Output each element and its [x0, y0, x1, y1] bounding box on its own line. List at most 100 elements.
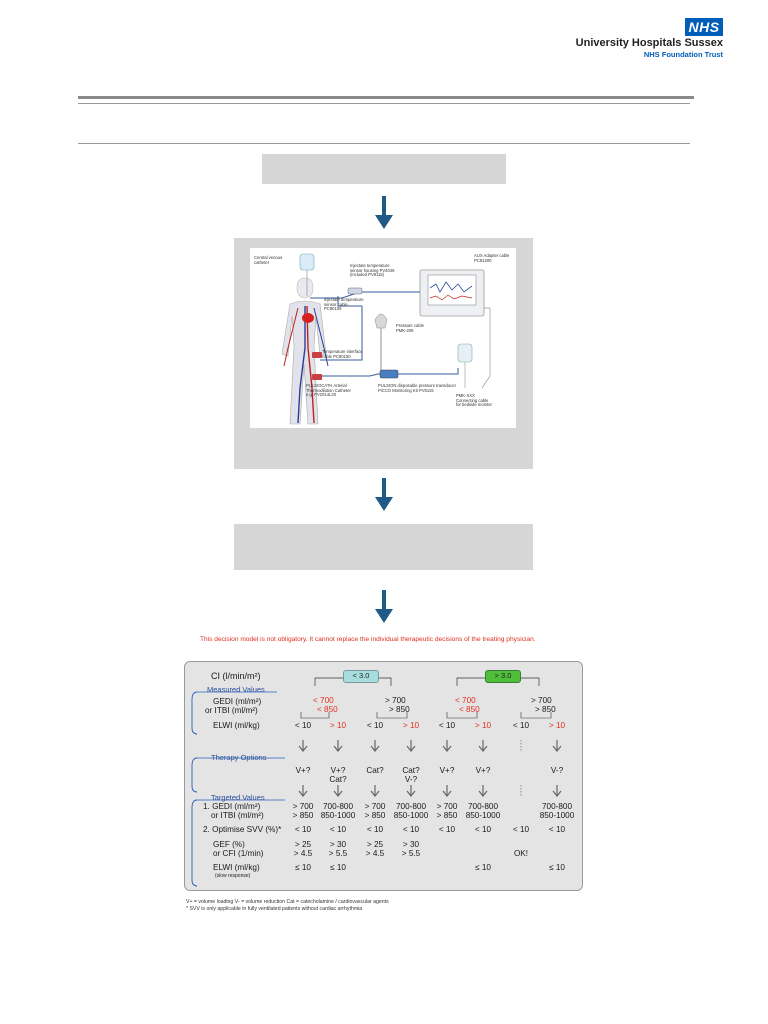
target-gef: > 30 [329, 840, 347, 849]
target-svv: < 10 [402, 825, 420, 834]
elwi-value: < 10 [512, 721, 530, 730]
target-svv: < 10 [512, 825, 530, 834]
diagram-label: Connecting cable [456, 397, 489, 403]
chevron-down-icon [478, 740, 488, 752]
target-elwi: ≤ 10 [295, 863, 311, 872]
measured-values-header: Measured Values [207, 685, 265, 694]
diagram-label: catheter [254, 259, 270, 265]
elwi-value: < 10 [438, 721, 456, 730]
disclaimer-text: This decision model is not obligatory. I… [200, 636, 536, 643]
therapy-option: Cat? [402, 766, 420, 775]
diagram-label: PULSION disposable pressure transducer [378, 383, 456, 388]
target-gedi-label: 1. GEDI (ml/m²) [203, 802, 261, 811]
flow-box-3 [234, 524, 533, 570]
diagram-label: PULSIOCATH Arterial [306, 383, 347, 388]
itbi-label: or ITBI (ml/m²) [205, 706, 258, 715]
low-gedi-a: < 700 [313, 696, 334, 705]
elwi-label: ELWI (ml/kg) [213, 721, 260, 730]
target-svv: < 10 [329, 825, 347, 834]
ci-low-badge: < 3.0 [343, 670, 379, 683]
therapy-option: Cat? [366, 766, 384, 775]
svv-label: 2. Optimise SVV (%)* [203, 825, 282, 834]
diagram-label: Pressure cable [396, 323, 424, 328]
target-gedi: 700-800 [395, 802, 427, 811]
diagram-label: AUX Adapter cable [474, 253, 510, 258]
target-cfi: > 4.5 [365, 849, 385, 858]
gedi-label: GEDI (ml/m²) [213, 697, 262, 706]
therapy-option-2: V-? [404, 775, 418, 784]
target-gedi: 700-800 [322, 802, 354, 811]
target-svv: < 10 [366, 825, 384, 834]
diagram-label: Central venous [254, 255, 283, 260]
target-gef: > 25 [366, 840, 384, 849]
target-svv: < 10 [294, 825, 312, 834]
gef-label: GEF (%) [213, 840, 245, 849]
chevron-down-icon [520, 740, 522, 752]
diagram-label: PMK-XXX [456, 393, 475, 398]
target-svv: < 10 [474, 825, 492, 834]
target-itbi: > 850 [364, 811, 386, 820]
organization-subtitle: NHS Foundation Trust [643, 50, 723, 59]
elwi-value: > 10 [329, 721, 347, 730]
cfi-label: or CFI (1/min) [213, 849, 264, 858]
elwi-value: < 10 [366, 721, 384, 730]
diagram-label: PC81200 [474, 257, 492, 263]
high-itbi-b: > 850 [535, 705, 556, 714]
chevron-down-icon [333, 785, 343, 797]
arrow-down-icon [375, 478, 393, 511]
target-gedi: 700-800 [541, 802, 573, 811]
targeted-values-header: Targeted Values [211, 793, 265, 802]
target-itbi: 850-1000 [320, 811, 356, 820]
target-cfi: > 5.5 [328, 849, 348, 858]
chevron-down-icon [442, 740, 452, 752]
target-cfi: > 4.5 [293, 849, 313, 858]
therapy-option: V+? [330, 766, 346, 775]
diagram-label: PC80109 [324, 306, 342, 312]
chevron-down-icon [442, 785, 452, 797]
diagram-label: Thermodilution Catheter [306, 387, 351, 393]
diagram-label: sensor cable [324, 301, 348, 307]
target-cfi: OK! [513, 849, 529, 858]
target-gef: > 25 [294, 840, 312, 849]
diagram-label: e.g. PV2014L20 [306, 392, 337, 398]
arrow-down-icon [375, 590, 393, 623]
ci-high-badge: > 3.0 [485, 670, 521, 683]
therapy-option: V-? [550, 766, 564, 775]
diagram-artwork [281, 253, 491, 425]
target-itbi: 850-1000 [393, 811, 429, 820]
chevron-down-icon [520, 785, 522, 797]
chevron-down-icon [333, 740, 343, 752]
elwi-value: > 10 [474, 721, 492, 730]
target-svv: < 10 [548, 825, 566, 834]
footnote-1: V+ = volume loading V- = volume reductio… [186, 899, 389, 905]
elwi2-sub: (slow response) [215, 873, 251, 879]
target-elwi: ≤ 10 [330, 863, 346, 872]
chevron-down-icon [478, 785, 488, 797]
diagram-label: Temperature interface [322, 349, 363, 354]
elwi-value: > 10 [402, 721, 420, 730]
chevron-down-icon [406, 785, 416, 797]
ci-label: CI (l/min/m²) [211, 671, 261, 681]
diagram-label: sensor housing PV4046 [350, 267, 395, 273]
therapy-option: V+? [439, 766, 455, 775]
therapy-options-header: Therapy Options [211, 753, 267, 762]
target-elwi: ≤ 10 [475, 863, 491, 872]
target-gedi: > 700 [436, 802, 458, 811]
chevron-down-icon [298, 785, 308, 797]
low-gedi-b: > 700 [385, 696, 406, 705]
high-itbi-a: < 850 [459, 705, 480, 714]
elwi-value: < 10 [294, 721, 312, 730]
low-itbi-b: > 850 [389, 705, 410, 714]
footnote-2: * SVV is only applicable in fully ventil… [186, 906, 363, 912]
therapy-option: V+? [295, 766, 311, 775]
chevron-down-icon [552, 785, 562, 797]
chevron-down-icon [370, 740, 380, 752]
flow-box-1 [262, 154, 506, 184]
target-elwi: ≤ 10 [549, 863, 565, 872]
diagram-label: Injectate temperature [350, 263, 390, 268]
therapy-option-2: Cat? [329, 775, 347, 784]
arrow-down-icon [375, 196, 393, 229]
title-rule-bottom [78, 143, 690, 144]
diagram-label: Injectate temperature [324, 297, 364, 302]
high-gedi-a: < 700 [455, 696, 476, 705]
